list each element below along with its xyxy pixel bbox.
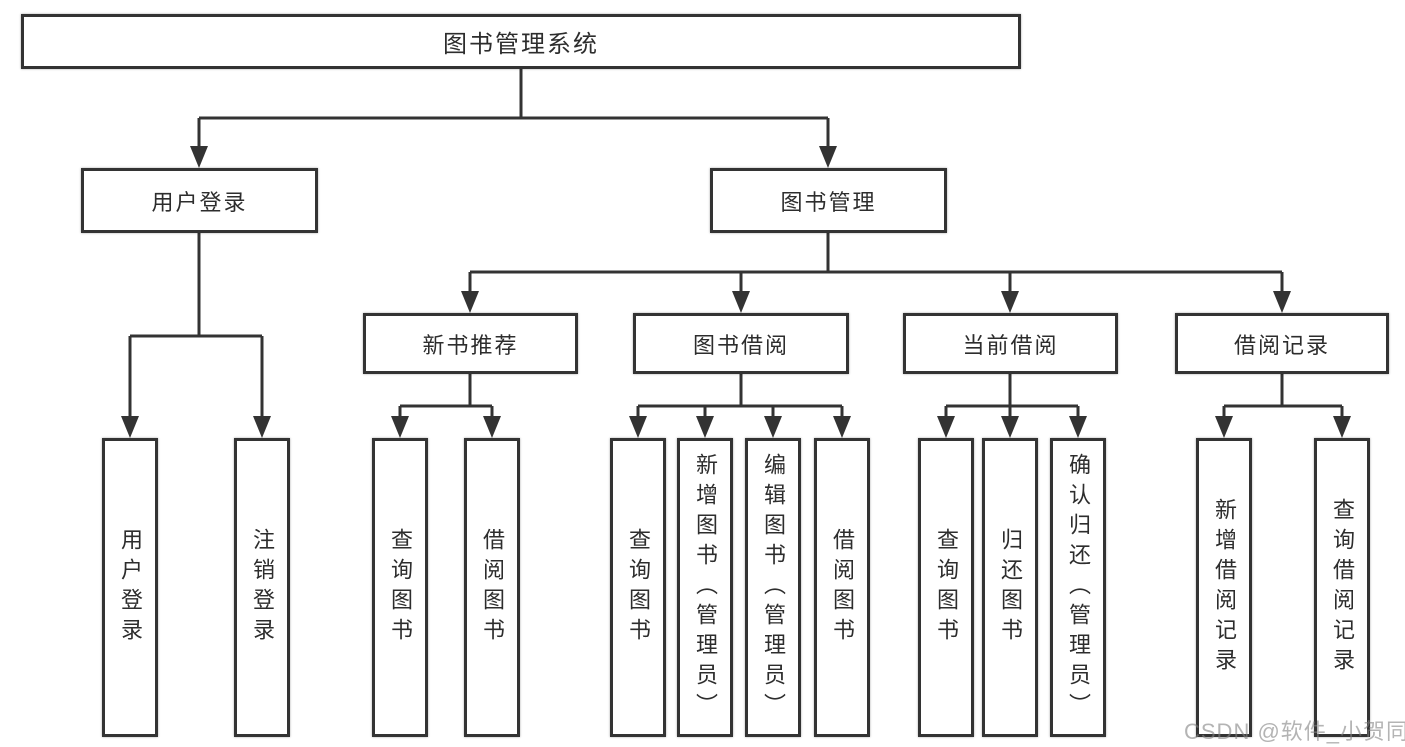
node-current-borrow: 当前借阅 [903, 313, 1118, 374]
node-borrow-query-book: 查询图书 [610, 438, 666, 737]
csdn-watermark: CSDN @软件_小贺同学 [1184, 719, 1405, 744]
node-user-login: 用户登录 [81, 168, 318, 233]
node-book-borrow: 图书借阅 [633, 313, 849, 374]
node-recommend-query-book: 查询图书 [372, 438, 428, 737]
node-logout-action: 注销登录 [234, 438, 290, 737]
node-new-book-recommend: 新书推荐 [363, 313, 578, 374]
node-book-management: 图书管理 [710, 168, 947, 233]
node-query-borrow-record: 查询借阅记录 [1314, 438, 1370, 737]
node-recommend-borrow-book: 借阅图书 [464, 438, 520, 737]
node-return-book: 归还图书 [982, 438, 1038, 737]
node-edit-book-admin: 编辑图书（管理员） [745, 438, 801, 737]
node-user-login-action: 用户登录 [102, 438, 158, 737]
arrowhead-down-icons [121, 146, 1351, 438]
node-add-book-admin: 新增图书（管理员） [677, 438, 733, 737]
connector-lines [128, 69, 1344, 417]
node-current-query-book: 查询图书 [918, 438, 974, 737]
node-confirm-return-admin: 确认归还（管理员） [1050, 438, 1106, 737]
node-root-system: 图书管理系统 [21, 14, 1021, 69]
node-add-borrow-record: 新增借阅记录 [1196, 438, 1252, 737]
node-borrow-borrow-book: 借阅图书 [814, 438, 870, 737]
node-borrow-records: 借阅记录 [1175, 313, 1389, 374]
